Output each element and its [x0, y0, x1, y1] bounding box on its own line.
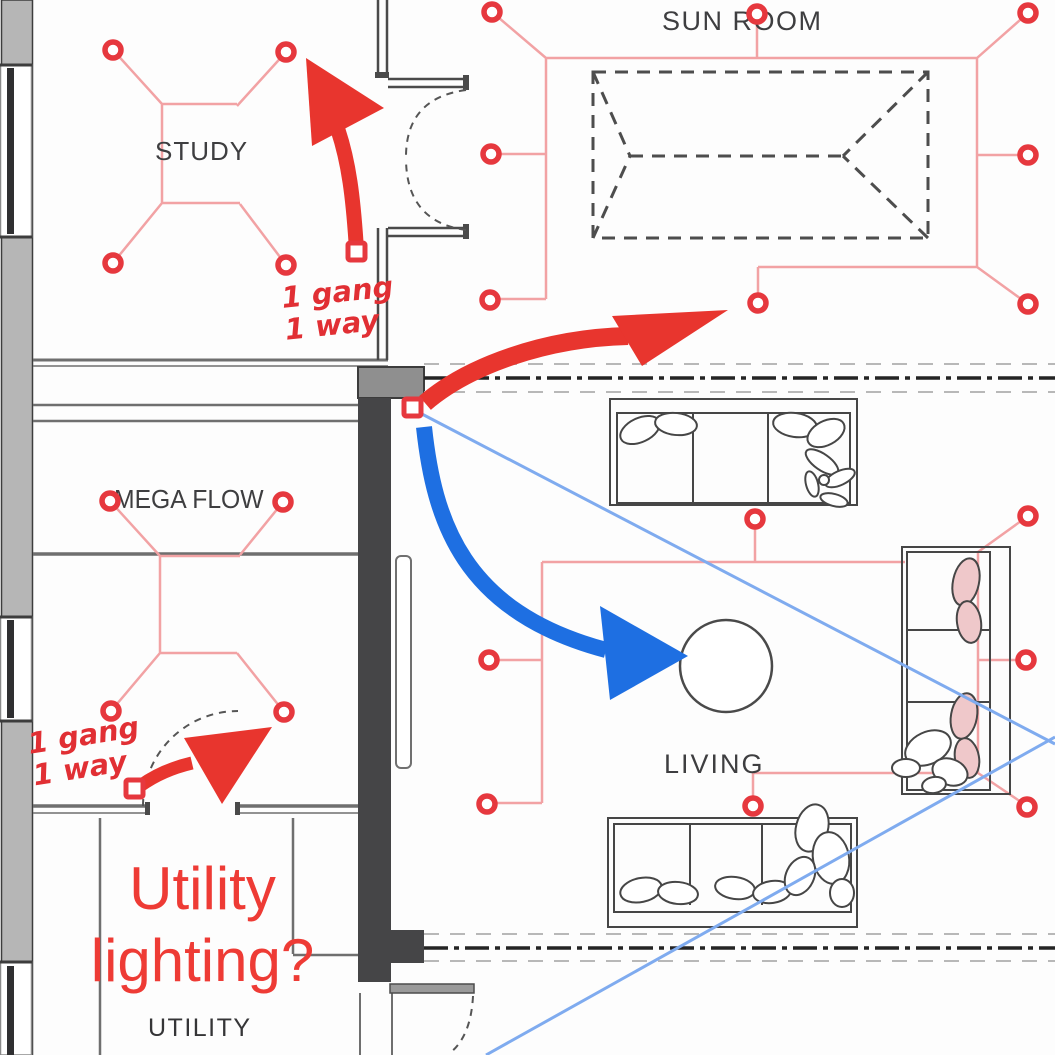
- exterior-wall-left: [0, 0, 34, 1055]
- person-sketch: [891, 729, 969, 795]
- question-line: lighting?: [90, 927, 315, 994]
- ceiling-light: [476, 793, 498, 815]
- ceiling-light: [1017, 144, 1039, 166]
- ceiling-light: [744, 508, 766, 530]
- red-arrow-sunroom: [419, 310, 728, 410]
- ceiling-light: [479, 289, 501, 311]
- ceiling-light: [1015, 649, 1037, 671]
- red-arrowhead: [306, 58, 384, 146]
- door-swing-arc: [449, 995, 474, 1054]
- interior-walls: [33, 358, 393, 1055]
- section-line-band-top: [424, 363, 1055, 393]
- person-sketch: [783, 803, 855, 908]
- ceiling-light: [275, 41, 297, 63]
- ceiling-light: [747, 292, 769, 314]
- ceiling-light: [1016, 796, 1038, 818]
- ceiling-light: [746, 3, 768, 25]
- ceiling-light: [100, 700, 122, 722]
- ceiling-light: [478, 649, 500, 671]
- lighting-wiring: [109, 11, 1029, 808]
- red-arrow-study: [306, 58, 384, 243]
- cushion: [955, 600, 983, 644]
- sunroom-roof-outline: [591, 70, 930, 240]
- plant: [804, 448, 856, 508]
- guide-line: [485, 735, 1055, 1055]
- sofa-bottom: [607, 803, 858, 928]
- ceiling-light: [275, 254, 297, 276]
- light-switch: [123, 777, 146, 800]
- dark-wall: [357, 366, 475, 1054]
- cushion: [806, 417, 846, 449]
- question-line: Utility: [129, 855, 276, 922]
- guide-line: [419, 411, 1055, 746]
- switch-symbols: [123, 240, 424, 800]
- double-door-top: [375, 0, 469, 360]
- ceiling-light: [272, 491, 294, 513]
- room-label-sunroom: SUN ROOM: [662, 6, 823, 36]
- ceiling-light: [273, 701, 295, 723]
- blue-arrow: [416, 426, 688, 700]
- ceiling-light: [1017, 2, 1039, 24]
- window: [0, 960, 33, 1055]
- light-switch: [401, 396, 424, 419]
- window: [0, 615, 33, 723]
- ceiling-light: [102, 252, 124, 274]
- red-arrowhead: [612, 310, 728, 366]
- sofa-right: [891, 546, 1011, 795]
- round-table: [678, 618, 774, 714]
- red-arrowhead: [184, 727, 272, 804]
- cushion: [657, 880, 699, 906]
- ceiling-light-symbols: [99, 1, 1039, 818]
- ceiling-light: [742, 795, 764, 817]
- living-wiring: [487, 514, 1029, 808]
- door-leaf: [395, 555, 412, 769]
- room-label-utility: UTILITY: [148, 1014, 252, 1042]
- ceiling-light: [480, 143, 502, 165]
- room-label-living: LIVING: [664, 749, 765, 779]
- sofa-top: [609, 398, 858, 508]
- cushion: [654, 411, 698, 437]
- ceiling-light: [1017, 505, 1039, 527]
- ceiling-light: [481, 1, 503, 23]
- megaflow-wiring: [109, 500, 285, 713]
- room-label-megaflow: MEGA FLOW: [114, 484, 264, 514]
- section-line-band-bottom: [424, 933, 1055, 962]
- ceiling-light: [99, 490, 121, 512]
- window: [0, 63, 33, 239]
- ceiling-light: [1017, 293, 1039, 315]
- blue-guide-lines: [419, 411, 1055, 1055]
- light-switch: [345, 240, 368, 263]
- room-label-study: STUDY: [155, 136, 249, 166]
- blue-arrowhead: [600, 606, 688, 700]
- handwritten-note-utility: 1 gang 1 way: [25, 710, 147, 793]
- handwritten-note-study: 1 gang 1 way: [280, 269, 398, 347]
- utility-lighting-question: Utility lighting?: [30, 853, 375, 997]
- sunroom-wiring: [490, 11, 1029, 306]
- furniture: [607, 398, 1011, 928]
- study-wiring: [112, 49, 287, 266]
- ceiling-light: [102, 39, 124, 61]
